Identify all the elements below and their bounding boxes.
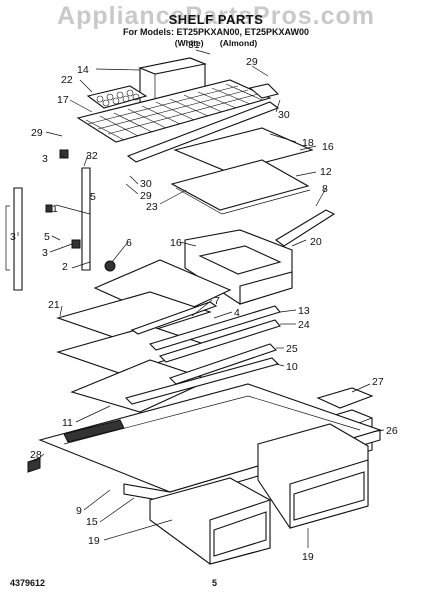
callout-16-lower: 16: [170, 237, 182, 249]
callout-29-mid: 29: [140, 190, 152, 202]
callout-24: 24: [298, 319, 310, 331]
callout-15: 15: [86, 516, 98, 528]
callout-19-right: 19: [302, 551, 314, 563]
callout-13: 13: [298, 305, 310, 317]
callout-6: 6: [126, 237, 132, 249]
callout-30-top: 30: [278, 109, 290, 121]
page-title: SHELF PARTS: [168, 12, 264, 27]
doc-number: 4379612: [10, 578, 46, 588]
part-knob: [104, 260, 116, 272]
callout-26: 26: [386, 425, 398, 437]
callout-5-a: 5: [90, 191, 96, 203]
callout-10: 10: [286, 361, 298, 373]
callout-31: 31: [188, 39, 200, 51]
callout-29-left: 29: [31, 127, 43, 139]
part-clip: [27, 457, 41, 473]
callout-3-c: 3: [42, 247, 48, 259]
callout-4: 4: [234, 307, 240, 319]
callout-27: 27: [372, 376, 384, 388]
part-crisper-drawer-right: [257, 423, 369, 529]
callout-17: 17: [57, 94, 69, 106]
callout-20: 20: [310, 236, 322, 248]
callout-16-upper: 16: [322, 141, 334, 153]
callout-29-top: 29: [246, 56, 258, 68]
bracket-3: [5, 205, 10, 271]
callout-11: 11: [62, 417, 73, 429]
callout-5-b: 5: [44, 231, 50, 243]
part-egg-tray: [86, 85, 148, 109]
part-trim-7: [130, 301, 218, 335]
callout-12: 12: [320, 166, 332, 178]
callout-3-b: 3: [10, 231, 16, 243]
callout-7: 7: [214, 295, 220, 307]
part-trim-strip: [275, 209, 336, 247]
callout-14: 14: [77, 64, 89, 76]
part-shelf-rail: [126, 101, 280, 163]
callout-30-mid: 30: [140, 178, 152, 190]
color-variants: (White) (Almond): [174, 38, 258, 48]
part-trim-25: [168, 343, 278, 385]
callout-2: 2: [62, 261, 68, 273]
callout-1: 1: [52, 203, 58, 215]
part-shelf-frame: [170, 159, 311, 215]
part-rail-top: [248, 83, 280, 99]
callout-labels: 31 14 29 22 17 30 29 3 32 18 16 30 29 12…: [10, 39, 398, 563]
part-crisper-drawer-left: [149, 477, 271, 565]
callout-8: 8: [322, 183, 328, 195]
model-line: For Models: ET25PKXAN00, ET25PKXAW00: [122, 27, 310, 37]
callout-3-a: 3: [42, 153, 48, 165]
part-trim-10: [124, 357, 280, 405]
part-wire-shelf: [76, 79, 272, 143]
part-trim-24: [158, 319, 281, 363]
callout-25: 25: [286, 343, 298, 355]
callout-32: 32: [86, 150, 98, 162]
callout-21: 21: [48, 299, 60, 311]
part-bin-lid: [316, 387, 374, 409]
callout-22: 22: [61, 74, 73, 86]
page-number: 5: [212, 578, 218, 588]
callout-18: 18: [302, 137, 314, 149]
part-crisper-cover: [38, 383, 382, 503]
callout-9: 9: [76, 505, 82, 517]
part-glass-shelf-upper: [173, 127, 314, 173]
callout-28: 28: [30, 449, 42, 461]
callout-23: 23: [146, 201, 158, 213]
callout-19-left: 19: [88, 535, 100, 547]
leader-lines: [17, 49, 385, 548]
part-ladder-bracket: [13, 149, 91, 291]
